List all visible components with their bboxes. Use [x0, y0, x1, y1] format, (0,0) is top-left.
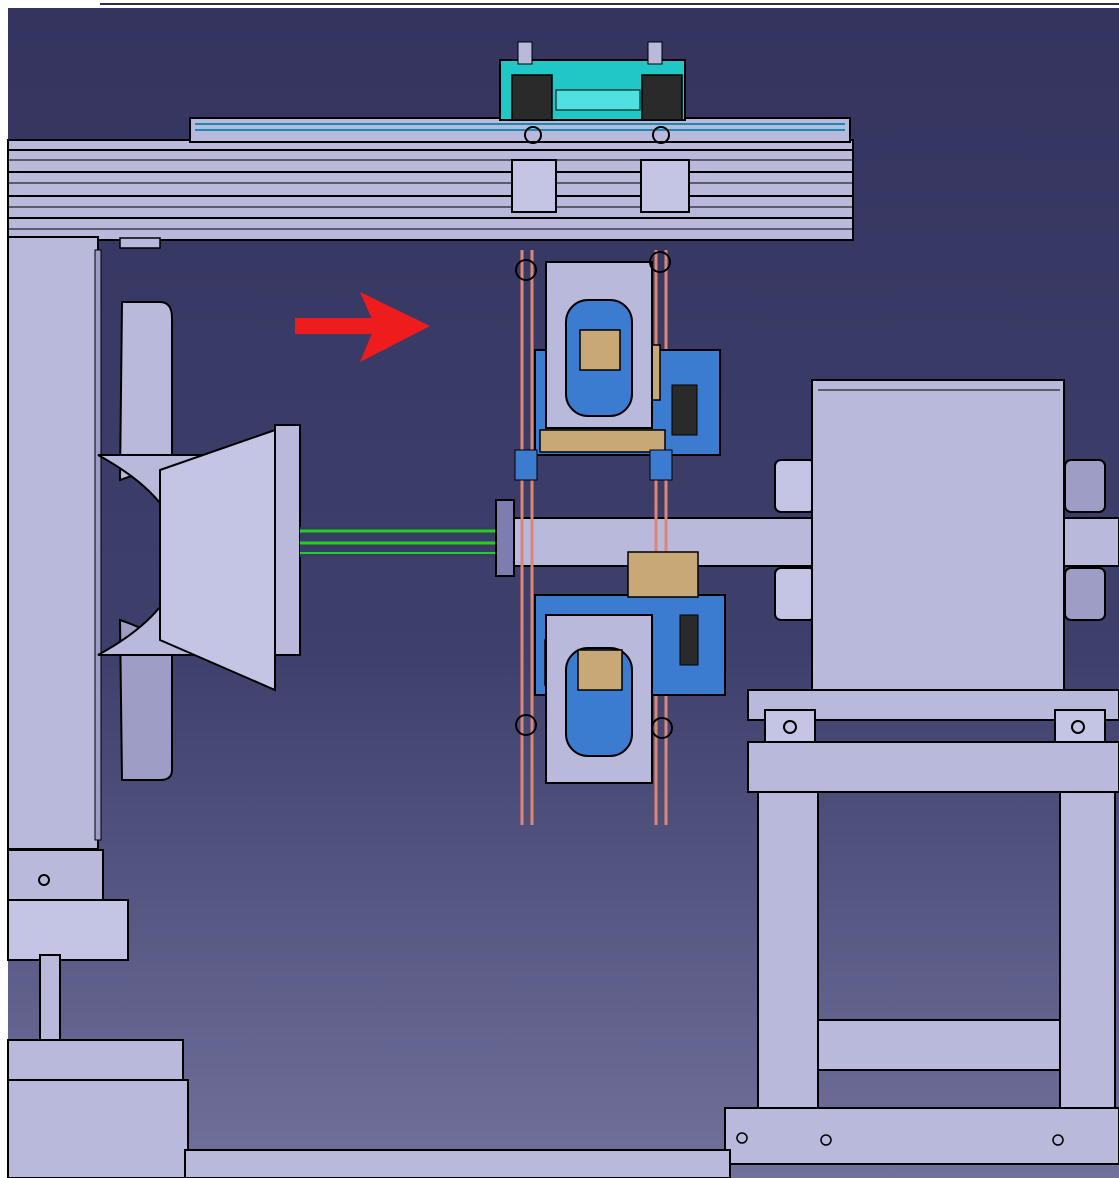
right-machine-block[interactable]	[774, 379, 1106, 701]
support-stand[interactable]	[724, 689, 1119, 1165]
right-arrow-icon	[295, 292, 430, 362]
upper-gripper-module[interactable]	[514, 251, 721, 481]
green-shaft[interactable]	[300, 499, 515, 577]
lower-gripper-module[interactable]	[515, 551, 726, 784]
left-machine-housing[interactable]	[7, 236, 301, 850]
bottom-left-frame[interactable]	[7, 849, 189, 1178]
top-beam-rail[interactable]	[7, 117, 854, 249]
vertical-rods[interactable]	[520, 250, 668, 825]
floor-rail	[184, 1149, 731, 1178]
viewport-top-border	[100, 3, 1119, 5]
top-carriage[interactable]	[499, 41, 690, 213]
